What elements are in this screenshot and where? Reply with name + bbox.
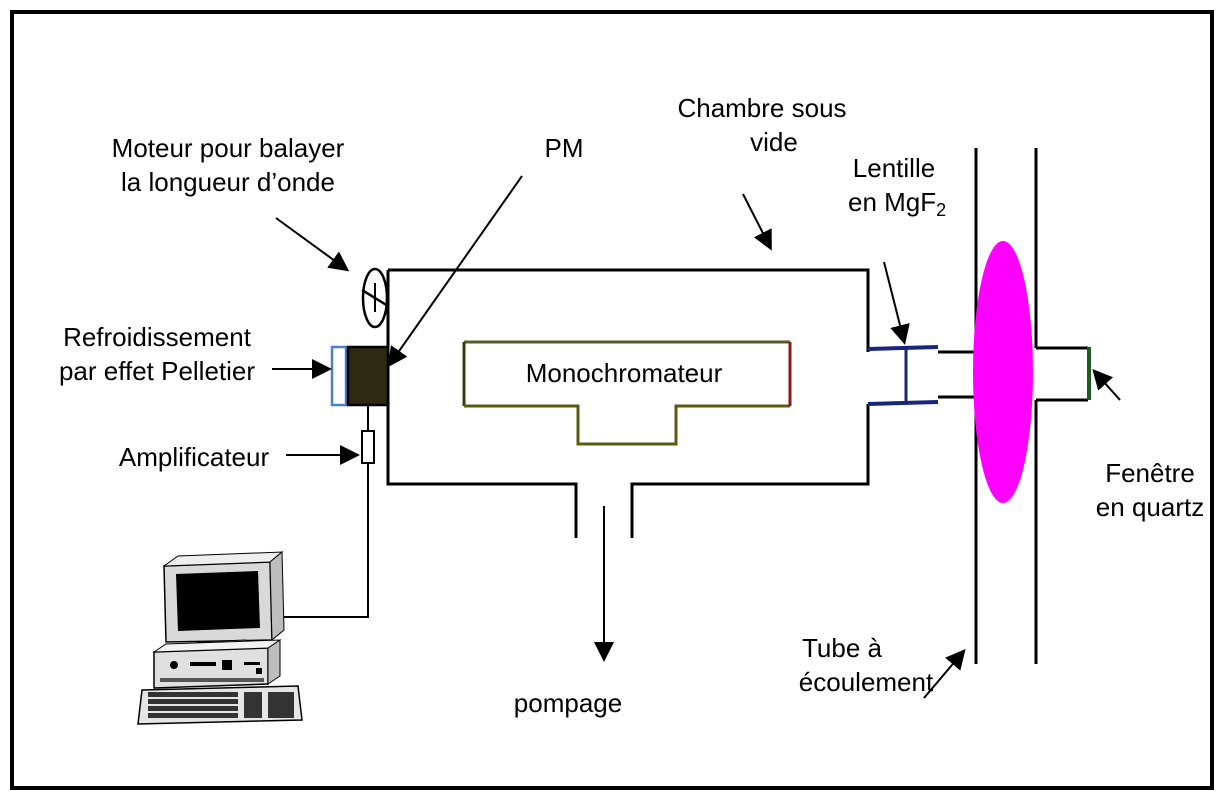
arrow-pm	[387, 175, 523, 368]
label-lens-2-sub: 2	[936, 200, 946, 220]
lens-holder	[867, 345, 976, 406]
label-motor-1: Moteur pour balayer	[112, 133, 345, 163]
pelletier-cooling	[330, 345, 348, 407]
label-window-1: Fenêtre	[1105, 458, 1195, 488]
label-tube-1: Tube à	[802, 633, 883, 663]
label-monochromator: Monochromateur	[526, 358, 723, 388]
arrow-chamber	[742, 193, 772, 251]
label-chamber-1: Chambre sous	[677, 93, 846, 123]
pm-block	[346, 345, 390, 407]
label-cooling-2: par effet Pelletier	[59, 356, 255, 386]
outer-frame	[10, 10, 1214, 790]
plasma-ellipse	[973, 241, 1033, 503]
label-cooling-1: Refroidissement	[63, 322, 252, 352]
label-amplifier: Amplificateur	[119, 442, 270, 472]
label-lens-2-main: en MgF	[848, 187, 936, 217]
label-chamber-2: vide	[750, 127, 798, 157]
computer-icon	[137, 550, 303, 725]
monochromator	[462, 340, 792, 446]
arrow-window	[1092, 369, 1121, 401]
label-pumping: pompage	[514, 688, 622, 718]
motor-icon	[361, 267, 389, 329]
arrow-motor	[275, 217, 350, 272]
arrow-lens	[883, 261, 910, 345]
amplifier-box	[361, 430, 375, 464]
vacuum-chamber	[386, 268, 870, 538]
label-motor-2: la longueur d’onde	[121, 167, 335, 197]
label-tube-2: écoulement	[799, 667, 934, 697]
arrow-tube	[923, 648, 966, 699]
label-lens-1: Lentille	[853, 153, 935, 183]
label-lens-2: en MgF2	[848, 187, 946, 220]
label-pm: PM	[545, 133, 584, 163]
flow-tube	[974, 148, 1088, 664]
label-window-2: en quartz	[1096, 492, 1204, 522]
